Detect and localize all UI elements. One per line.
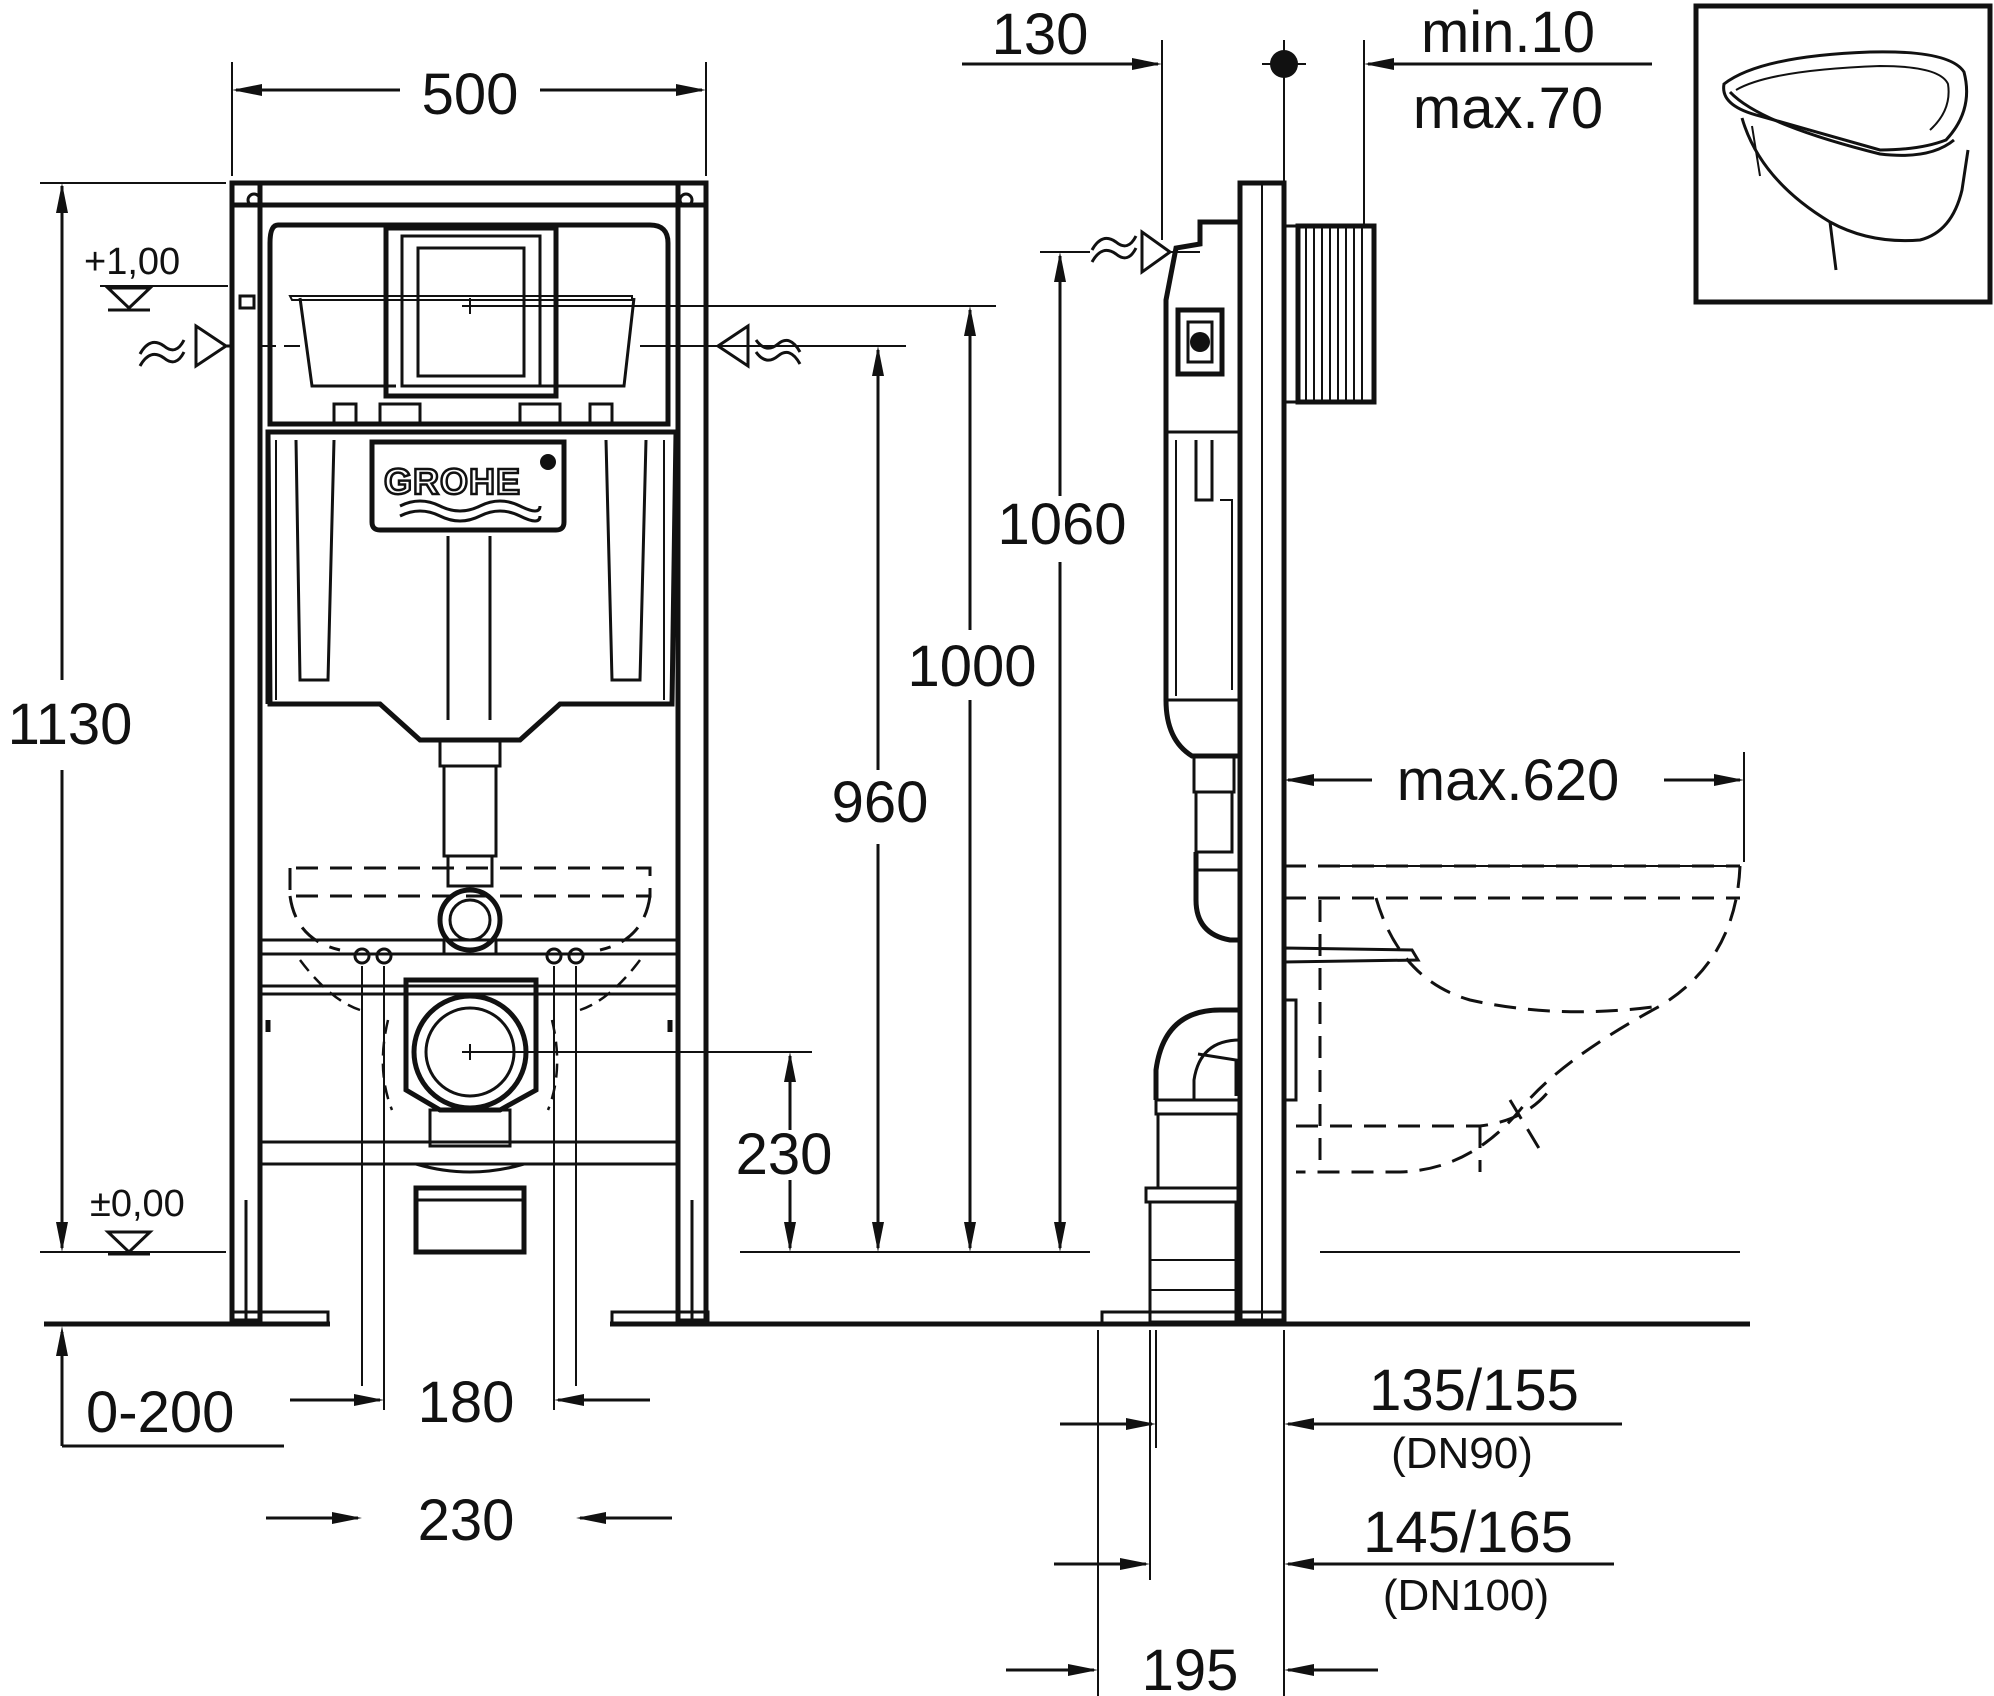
water-inlet-icon bbox=[138, 323, 232, 369]
flush-pipe bbox=[288, 738, 652, 1255]
dim-drain-230: 230 bbox=[736, 1122, 833, 1187]
logo-plate bbox=[369, 439, 567, 533]
dim-bowl-max: max.620 bbox=[1397, 748, 1619, 813]
level-triangle-icon bbox=[104, 1230, 154, 1255]
dim-height-960: 960 bbox=[832, 770, 929, 835]
dim-floor-adjustment: 0-200 bbox=[86, 1380, 234, 1445]
brand-logo: GROHE bbox=[384, 461, 521, 502]
dim-height-1060: 1060 bbox=[997, 492, 1126, 557]
cistern: GROHE bbox=[238, 222, 679, 743]
wall-toilet-thumbnail bbox=[1693, 3, 1993, 305]
side-dimensions: 130 min.10 max.70 1060 bbox=[962, 0, 1745, 1696]
dim-pipe-dn90: 135/155 bbox=[1369, 1358, 1579, 1423]
dim-wall-max: max.70 bbox=[1413, 76, 1603, 141]
dim-bolt-180: 180 bbox=[418, 1370, 515, 1435]
dim-wall-min: min.10 bbox=[1421, 0, 1595, 65]
level-top: +1,00 bbox=[84, 241, 180, 283]
water-inlet-icon bbox=[1090, 229, 1173, 275]
dim-depth-130: 130 bbox=[992, 2, 1089, 67]
front-frame bbox=[229, 180, 710, 1326]
dim-height-1130: 1130 bbox=[8, 692, 133, 757]
level-triangle-icon bbox=[104, 286, 154, 311]
front-dimensions: 500 1130 +1,00 ±0,00 bbox=[8, 62, 1092, 1553]
dim-bolt-230: 230 bbox=[418, 1488, 515, 1553]
axis-marks bbox=[462, 298, 478, 1060]
dim-height-1000: 1000 bbox=[907, 634, 1036, 699]
dim-pipe-dn100-label: (DN100) bbox=[1383, 1571, 1549, 1620]
level-floor: ±0,00 bbox=[90, 1183, 185, 1225]
dim-pipe-dn100: 145/165 bbox=[1363, 1500, 1573, 1565]
dim-base-195: 195 bbox=[1142, 1638, 1239, 1696]
side-view bbox=[1092, 180, 1750, 1327]
dim-pipe-dn90-label: (DN90) bbox=[1391, 1429, 1533, 1478]
dim-width-500: 500 bbox=[422, 62, 519, 127]
axis-mark-icon bbox=[1262, 42, 1306, 86]
